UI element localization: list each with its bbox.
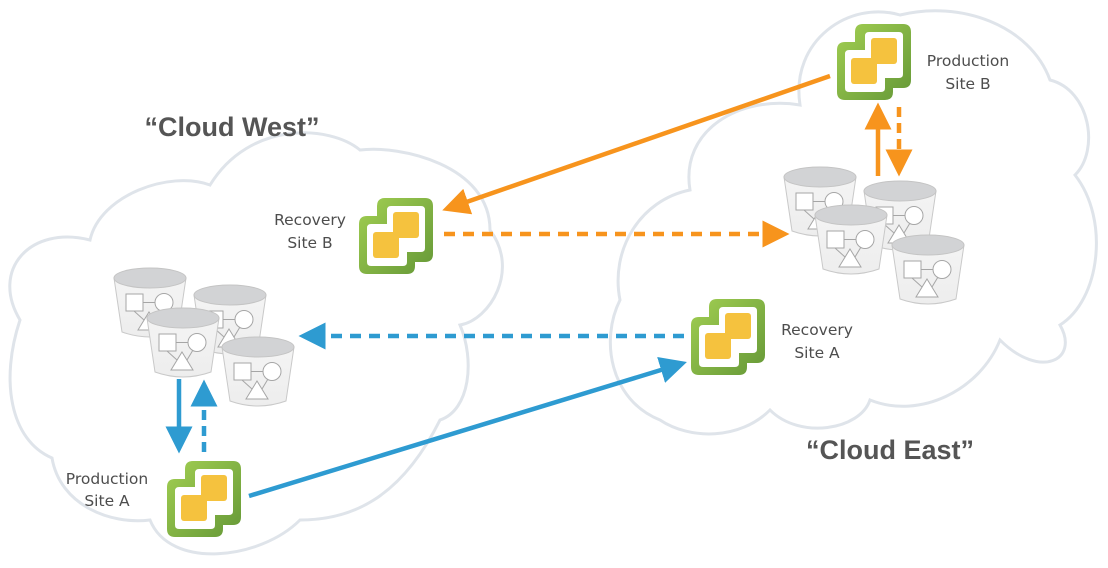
- storage-bucket-icon: [891, 234, 965, 305]
- storage-bucket-icon: [221, 336, 295, 407]
- storage-bucket-icon: [146, 307, 220, 378]
- site-production-a-line2: Site A: [84, 492, 130, 510]
- site-production-b-line1: Production: [927, 52, 1009, 70]
- storage-bucket-icon: [814, 204, 888, 275]
- site-recovery-a-line2: Site A: [794, 344, 840, 362]
- site-recovery-a-line1: Recovery: [781, 321, 853, 339]
- arrow-production-a-to-recovery-a: [248, 357, 687, 499]
- cloud-west-title: “Cloud West”: [145, 112, 320, 142]
- site-production-a[interactable]: Production Site A: [66, 461, 241, 537]
- site-production-b[interactable]: Production Site B: [837, 24, 1009, 100]
- site-production-a-line1: Production: [66, 470, 148, 488]
- site-recovery-a[interactable]: Recovery Site A: [691, 299, 853, 375]
- site-recovery-b[interactable]: Recovery Site B: [274, 198, 433, 274]
- cloud-east-title: “Cloud East”: [806, 435, 974, 465]
- site-production-b-line2: Site B: [945, 75, 990, 93]
- arrow-production-b-to-recovery-b: [442, 73, 831, 215]
- site-recovery-b-line2: Site B: [287, 234, 332, 252]
- site-recovery-b-line1: Recovery: [274, 211, 346, 229]
